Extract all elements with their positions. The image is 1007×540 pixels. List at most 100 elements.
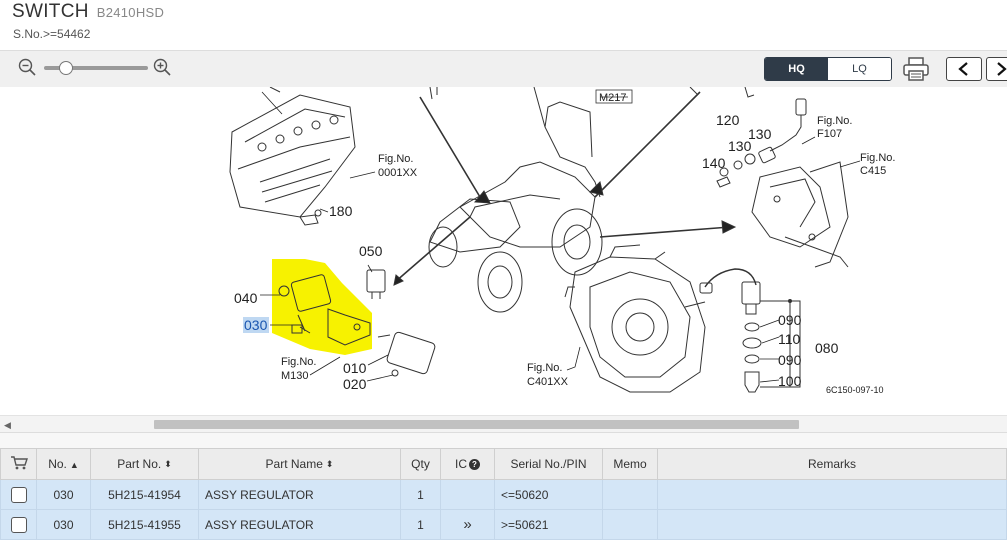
switch-assembly-drawing — [699, 268, 801, 393]
figure-reference-labels: M217 Fig.No. F107 Fig.No. C415 Fig.No. 0… — [281, 89, 895, 388]
interchange-icon[interactable]: » — [440, 509, 495, 540]
next-figure-button[interactable] — [986, 57, 1007, 81]
sort-icon[interactable]: ⬍ — [164, 459, 172, 470]
fig-ref-f107-caption: Fig.No. — [817, 115, 852, 127]
callout-numbers: 120 130 130 140 180 050 040 030 010 020 … — [234, 112, 884, 395]
fig-ref-m217[interactable]: M217 — [599, 92, 627, 104]
fig-ref-0001xx[interactable]: 0001XX — [378, 167, 418, 179]
callout-100[interactable]: 100 — [778, 373, 802, 389]
fig-ref-m130[interactable]: M130 — [281, 370, 309, 382]
fig-ref-m130-caption: Fig.No. — [281, 356, 316, 368]
callout-140[interactable]: 140 — [702, 155, 726, 171]
serial-number: S.No.>=54462 — [13, 27, 91, 41]
callout-090-lower[interactable]: 090 — [778, 352, 802, 368]
remarks-column-header: Remarks — [657, 448, 1007, 480]
part-name-header-label: Part Name — [265, 457, 323, 471]
zoom-slider[interactable] — [44, 66, 148, 70]
remarks-cell — [657, 479, 1007, 510]
fig-ref-c401xx[interactable]: C401XX — [527, 376, 569, 388]
serial-cell: >=50621 — [494, 509, 603, 540]
serial-column-header: Serial No./PIN — [494, 448, 603, 480]
callout-180[interactable]: 180 — [329, 203, 353, 219]
callout-010[interactable]: 010 — [343, 360, 367, 376]
fig-ref-0001xx-caption: Fig.No. — [378, 153, 413, 165]
serial-cell: <=50620 — [494, 479, 603, 510]
ic-cell — [440, 479, 495, 510]
sort-asc-icon[interactable]: ▲ — [69, 459, 79, 470]
callout-020[interactable]: 020 — [343, 376, 367, 392]
zoom-in-icon[interactable] — [153, 58, 171, 76]
fig-ref-c415[interactable]: C415 — [860, 165, 886, 177]
ic-column-header: IC? — [440, 448, 495, 480]
callout-090-upper[interactable]: 090 — [778, 312, 802, 328]
diagram-horizontal-scrollbar[interactable]: ◀ — [0, 415, 1007, 433]
callout-030-selection — [243, 317, 269, 333]
callout-130-upper[interactable]: 130 — [748, 126, 772, 142]
previous-figure-button[interactable] — [946, 57, 982, 81]
print-icon[interactable] — [902, 56, 930, 82]
qty-cell: 1 — [400, 509, 441, 540]
transmission-drawing — [564, 244, 706, 393]
callout-080[interactable]: 080 — [815, 340, 839, 356]
table-separator — [0, 432, 1007, 449]
table-header-row: No.▲ Part No.⬍ Part Name⬍ Qty IC? Serial… — [0, 448, 1007, 480]
callout-120[interactable]: 120 — [716, 112, 740, 128]
qty-cell: 1 — [400, 479, 441, 510]
exploded-view-drawing: M217 Fig.No. F107 Fig.No. C415 Fig.No. 0… — [229, 87, 895, 395]
part-no-column-header[interactable]: Part No.⬍ — [90, 448, 199, 480]
drawing-code: 6C150-097-10 — [826, 385, 884, 395]
qty-column-header: Qty — [400, 448, 441, 480]
chevron-right-icon — [997, 62, 1007, 76]
scroll-left-arrow-icon[interactable]: ◀ — [4, 420, 11, 430]
row-checkbox-cell — [0, 479, 37, 510]
callout-110[interactable]: 110 — [778, 331, 801, 347]
memo-cell[interactable] — [602, 509, 658, 540]
scrollbar-thumb[interactable] — [154, 420, 799, 429]
tractor-drawing — [393, 87, 737, 313]
row-checkbox[interactable] — [10, 486, 27, 503]
callout-050[interactable]: 050 — [359, 243, 383, 259]
table-row[interactable]: 030 5H215-41954 ASSY REGULATOR 1 <=50620 — [0, 479, 1007, 510]
fig-ref-c401xx-caption: Fig.No. — [527, 362, 562, 374]
ic-header-label: IC — [455, 457, 467, 471]
table-row[interactable]: 030 5H215-41955 ASSY REGULATOR 1 » >=506… — [0, 509, 1007, 540]
row-checkbox-cell — [0, 509, 37, 540]
part-name-cell: ASSY REGULATOR — [198, 509, 401, 540]
zoom-slider-thumb[interactable] — [58, 61, 73, 75]
parts-table: No.▲ Part No.⬍ Part Name⬍ Qty IC? Serial… — [0, 448, 1007, 540]
switch-bracket-drawing — [689, 87, 849, 268]
part-no-header-label: Part No. — [117, 457, 162, 471]
cart-icon — [10, 455, 28, 469]
chevron-left-icon — [958, 62, 968, 76]
zoom-out-icon[interactable] — [18, 58, 36, 76]
engine-block-drawing — [229, 87, 356, 226]
part-name-column-header[interactable]: Part Name⬍ — [198, 448, 401, 480]
page-title: SWITCH B2410HSD — [12, 1, 164, 23]
part-name-cell: ASSY REGULATOR — [198, 479, 401, 510]
callout-040[interactable]: 040 — [234, 290, 258, 306]
memo-cell[interactable] — [602, 479, 658, 510]
row-checkbox[interactable] — [10, 516, 27, 533]
part-no-cell: 5H215-41955 — [90, 509, 199, 540]
part-number-index: 030 — [36, 479, 91, 510]
callout-030[interactable]: 030 — [244, 317, 268, 333]
hq-button[interactable]: HQ — [765, 58, 828, 80]
page-header: SWITCH B2410HSD S.No.>=54462 — [0, 0, 1007, 50]
regulator-drawing — [278, 269, 436, 377]
help-icon[interactable]: ? — [469, 459, 480, 471]
no-column-header[interactable]: No.▲ — [36, 448, 91, 480]
highlight-region — [272, 259, 372, 355]
fig-ref-c415-caption: Fig.No. — [860, 152, 895, 164]
part-number-index: 030 — [36, 509, 91, 540]
part-no-cell: 5H215-41954 — [90, 479, 199, 510]
sort-icon[interactable]: ⬍ — [325, 459, 334, 470]
memo-column-header: Memo — [602, 448, 658, 480]
image-quality-toggle: HQ LQ — [764, 57, 892, 81]
no-header-label: No. — [48, 457, 67, 471]
callout-130-lower[interactable]: 130 — [728, 138, 752, 154]
title-text: SWITCH — [12, 1, 89, 22]
model-name: B2410HSD — [96, 5, 165, 20]
lq-button[interactable]: LQ — [828, 58, 891, 80]
parts-diagram[interactable]: M217 Fig.No. F107 Fig.No. C415 Fig.No. 0… — [0, 87, 1007, 415]
fig-ref-f107[interactable]: F107 — [817, 128, 842, 140]
